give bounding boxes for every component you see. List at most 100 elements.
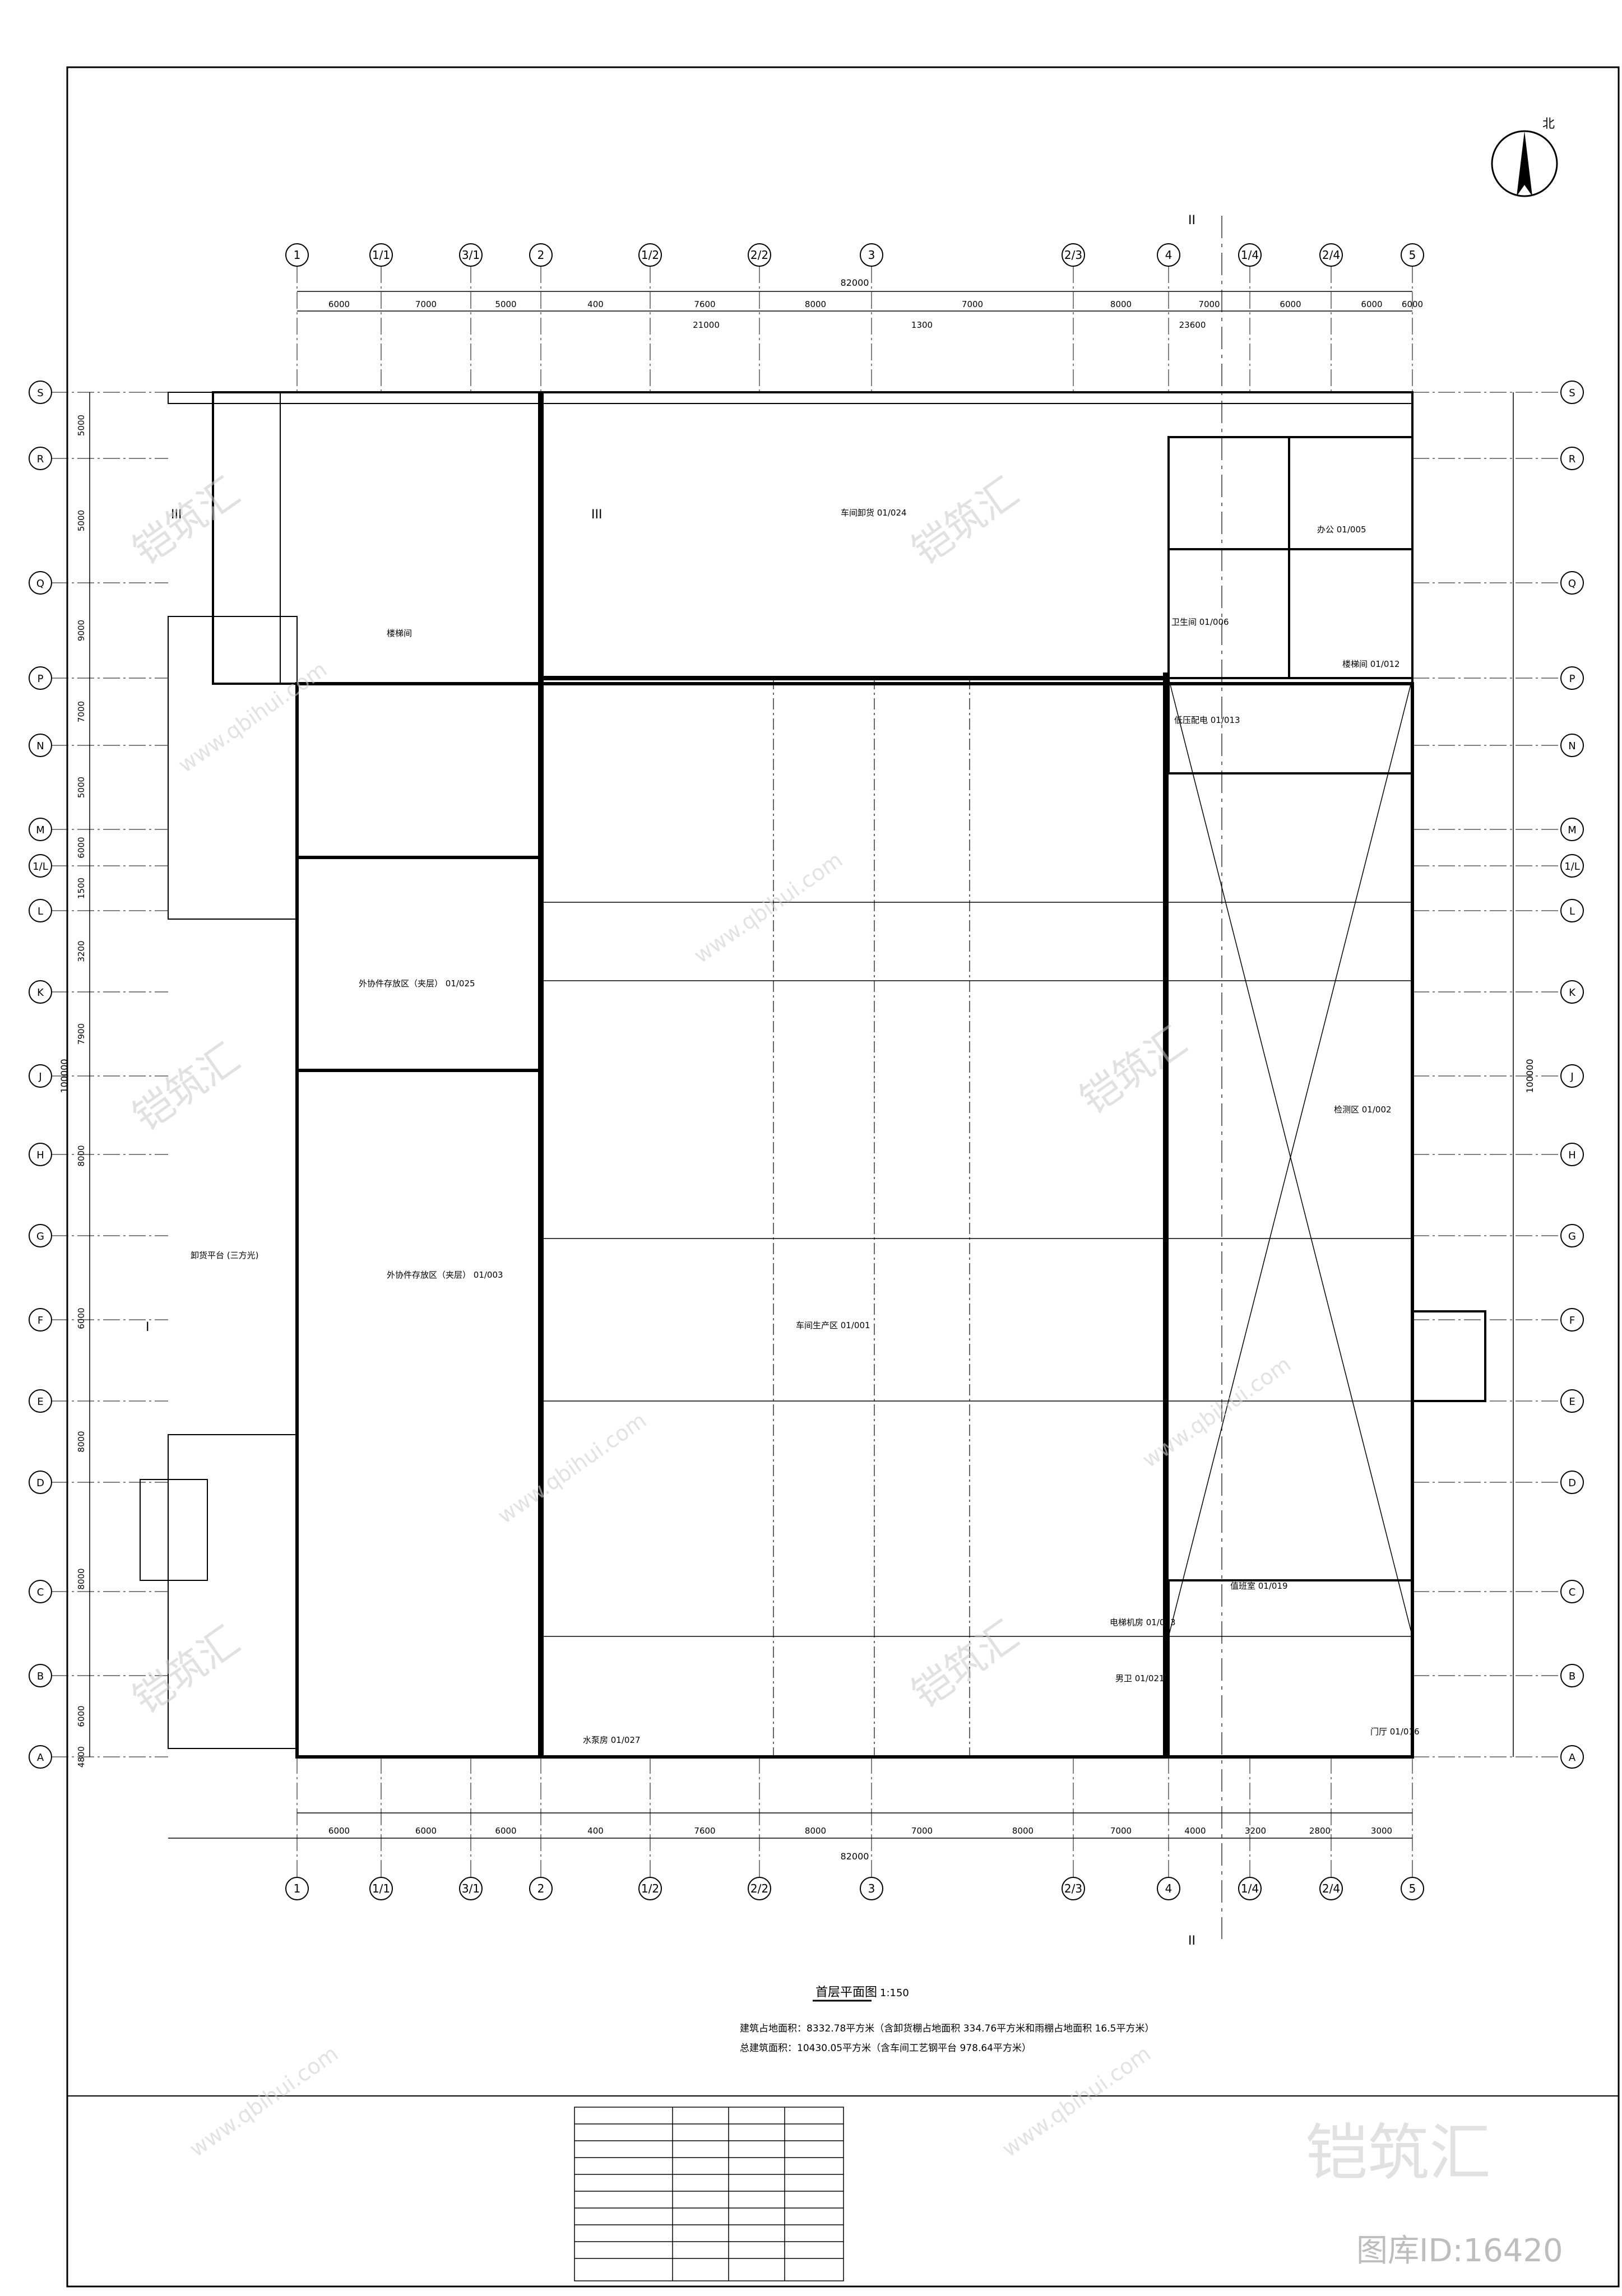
axis-label-row: H bbox=[1568, 1149, 1576, 1161]
axis-bubble-row bbox=[1560, 1471, 1584, 1494]
dim-text-top: 7000 bbox=[415, 299, 437, 309]
label-mezz: 外协件存放区（夹层） 01/003 bbox=[387, 1270, 503, 1280]
label-workshop1: 车间生产区 01/001 bbox=[796, 1320, 870, 1330]
dim-text-bottom: 2800 bbox=[1309, 1826, 1331, 1836]
dim-text-left: 6000 bbox=[76, 837, 86, 858]
axis-label-col: 1/2 bbox=[641, 1882, 659, 1895]
dim-text-left: 9000 bbox=[76, 620, 86, 641]
area-note-2: 总建筑面积：10430.05平方米（含车间工艺钢平台 978.64平方米） bbox=[740, 2043, 1031, 2054]
axis-bubble-row bbox=[1560, 1389, 1584, 1413]
label-inspect: 检测区 01/002 bbox=[1334, 1105, 1392, 1115]
axis-label-col: 3/1 bbox=[462, 1882, 480, 1895]
label-office: 办公 01/005 bbox=[1317, 525, 1366, 535]
axis-label-row: E bbox=[1569, 1396, 1575, 1408]
axis-bubble-row bbox=[1560, 666, 1584, 690]
axis-bubble-row bbox=[1560, 571, 1584, 595]
axis-label-row: A bbox=[1569, 1752, 1576, 1764]
label-power: 电梯机房 01/023 bbox=[1110, 1617, 1176, 1627]
axis-bubble-row bbox=[1560, 381, 1584, 404]
axis-label-row: P bbox=[1569, 673, 1575, 685]
dim-text-bottom: 6000 bbox=[495, 1826, 516, 1836]
dim-text-left: 6000 bbox=[76, 1307, 86, 1329]
axis-bubble-row bbox=[1560, 854, 1584, 878]
dim-text-top: 7600 bbox=[694, 299, 715, 309]
dim-text-left: 5000 bbox=[76, 510, 86, 531]
axis-label-row: C bbox=[37, 1587, 44, 1598]
dim-text-bottom: 3000 bbox=[1371, 1826, 1392, 1836]
dim-text-bottom: 8000 bbox=[1012, 1826, 1034, 1836]
axis-bubble-row bbox=[1560, 1745, 1584, 1769]
axis-label-col: 2/3 bbox=[1064, 248, 1082, 262]
axis-label-col: 1/4 bbox=[1241, 1882, 1259, 1895]
axis-bubble-row bbox=[1560, 980, 1584, 1004]
axis-label-col: 2/2 bbox=[750, 248, 768, 262]
axis-label-row: C bbox=[1569, 1587, 1576, 1598]
axis-label-row: M bbox=[1568, 824, 1577, 836]
north-arrow-icon: 北 bbox=[1491, 117, 1558, 197]
label-stair2: 楼梯间 01/012 bbox=[1342, 659, 1400, 669]
dim-text-left: 5000 bbox=[76, 777, 86, 798]
axis-bubble-row bbox=[1560, 1143, 1584, 1166]
axis-label-row: N bbox=[1568, 740, 1575, 752]
dim-text-bottom: 400 bbox=[587, 1826, 604, 1836]
area-note-1: 建筑占地面积：8332.78平方米（含卸货棚占地面积 334.76平方米和雨棚占… bbox=[740, 2023, 1154, 2034]
dim-text-top: 6000 bbox=[1280, 299, 1301, 309]
dim-text-top: 7000 bbox=[962, 299, 983, 309]
dim-text-left: 8000 bbox=[76, 1145, 86, 1166]
label-mezz2: 外协件存放区（夹层） 01/025 bbox=[359, 978, 475, 989]
axis-label-col: 1/1 bbox=[372, 1882, 390, 1895]
axis-label-col: 2 bbox=[537, 1882, 545, 1895]
dim-text-bottom: 8000 bbox=[805, 1826, 826, 1836]
building-outline bbox=[140, 391, 1486, 1759]
axis-label-col: 2/4 bbox=[1322, 1882, 1340, 1895]
dim-total-left: 100000 bbox=[59, 1059, 69, 1093]
axis-label-row: Q bbox=[36, 578, 44, 590]
dim-text-bottom: 3200 bbox=[1245, 1826, 1266, 1836]
dim-text-left: 4800 bbox=[76, 1746, 86, 1768]
label-toilet: 卫生间 01/006 bbox=[1171, 617, 1229, 627]
axis-label-row: H bbox=[36, 1149, 44, 1161]
axis-label-col: 5 bbox=[1409, 1882, 1416, 1895]
axis-label-col: 2/2 bbox=[750, 1882, 768, 1895]
axis-label-row: F bbox=[1569, 1315, 1575, 1326]
axis-label-row: R bbox=[1569, 453, 1576, 465]
section-mark-bottom: II bbox=[1188, 1934, 1195, 1948]
dim-total-top: 82000 bbox=[841, 277, 869, 288]
axis-bubble-row bbox=[1560, 1580, 1584, 1603]
label-male: 男卫 01/021 bbox=[1115, 1673, 1165, 1683]
axis-bubble-col bbox=[1157, 1877, 1180, 1900]
axis-label-col: 4 bbox=[1165, 248, 1173, 262]
axis-label-col: 2 bbox=[537, 248, 545, 262]
dim-text-bottom: 6000 bbox=[328, 1826, 350, 1836]
label-stair: 楼梯间 bbox=[387, 628, 412, 638]
dim-text-top: 8000 bbox=[1110, 299, 1132, 309]
axis-label-row: P bbox=[38, 673, 44, 685]
axis-bubble-row bbox=[1560, 1064, 1584, 1088]
axis-label-row: L bbox=[1569, 906, 1575, 917]
dim-text-bottom: 7000 bbox=[911, 1826, 933, 1836]
axis-bubble-col bbox=[748, 1877, 771, 1900]
axis-label-row: D bbox=[36, 1477, 44, 1489]
dim-text-bottom: 7000 bbox=[1110, 1826, 1132, 1836]
dimension-strings: 82000 6000 7000 5000 400 7600 8000 7000 8000 7000… bbox=[59, 277, 1535, 1862]
north-label: 北 bbox=[1542, 117, 1555, 131]
axis-label-col: 3 bbox=[868, 1882, 875, 1895]
axis-bubble-row bbox=[1560, 818, 1584, 841]
dim-total-bottom: 82000 bbox=[841, 1851, 869, 1862]
axis-bubble-col bbox=[529, 1877, 553, 1900]
axis-label-row: B bbox=[37, 1671, 44, 1682]
axis-bubble-col bbox=[860, 1877, 883, 1900]
axis-label-row: 1/L bbox=[33, 861, 48, 873]
dim-text-top2: 1300 bbox=[911, 320, 933, 330]
axis-bubble-row bbox=[1560, 899, 1584, 922]
section-left-w: III bbox=[171, 508, 182, 522]
axis-label-row: S bbox=[37, 387, 43, 399]
axis-label-row: M bbox=[36, 824, 45, 836]
dim-text-top: 7000 bbox=[1198, 299, 1220, 309]
axis-bubble-col bbox=[638, 1877, 662, 1900]
axis-label-row: G bbox=[1568, 1231, 1576, 1242]
axis-label-col: 4 bbox=[1165, 1882, 1173, 1895]
dim-text-left: 7000 bbox=[76, 701, 86, 722]
dim-text-left: 5000 bbox=[76, 415, 86, 436]
